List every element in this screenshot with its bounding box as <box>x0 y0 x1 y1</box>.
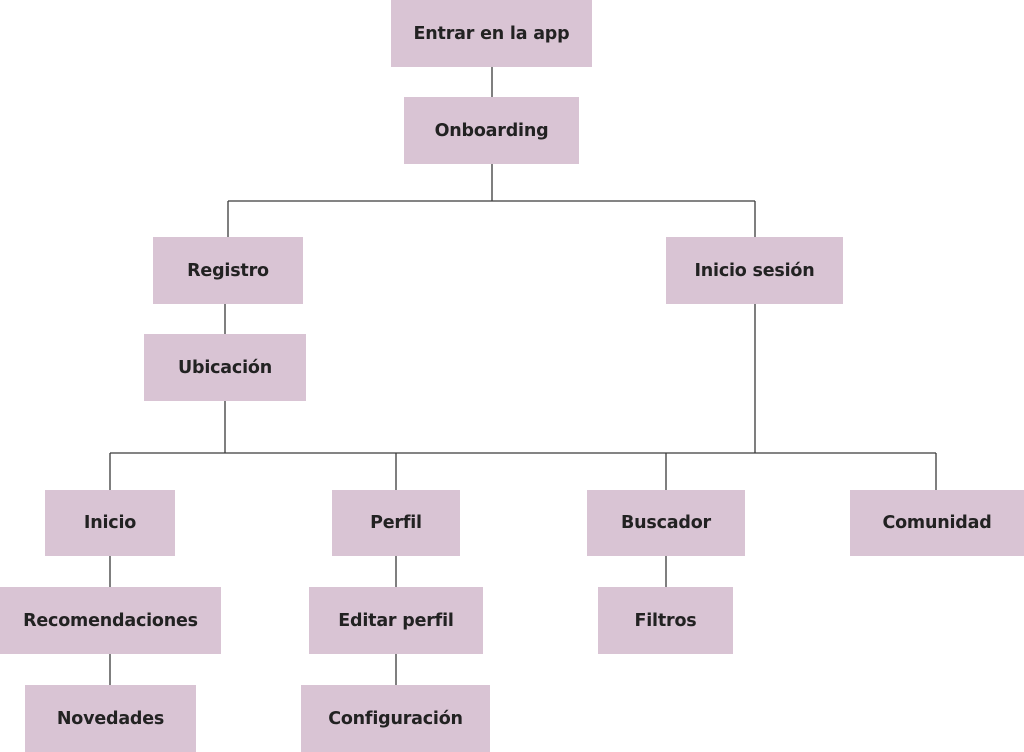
node-ubicacion: Ubicación <box>144 334 306 401</box>
node-label: Inicio <box>83 513 137 533</box>
node-label: Configuración <box>328 708 463 729</box>
node-filtros: Filtros <box>598 587 733 654</box>
node-label: Ubicación <box>178 357 272 378</box>
node-inicio-sesion: Inicio sesión <box>666 237 843 304</box>
node-novedades: Novedades <box>25 685 196 752</box>
node-label: Buscador <box>621 513 711 533</box>
node-perfil: Perfil <box>332 490 460 556</box>
node-registro: Registro <box>153 237 303 304</box>
node-label: Comunidad <box>882 513 992 533</box>
node-configuracion: Configuración <box>301 685 490 752</box>
node-label: Entrar en la app <box>413 23 570 44</box>
node-label: Filtros <box>634 610 697 631</box>
node-label: Recomendaciones <box>23 610 198 631</box>
node-inicio: Inicio <box>45 490 175 556</box>
node-onboarding: Onboarding <box>404 97 579 164</box>
node-label: Perfil <box>370 513 422 533</box>
node-buscador: Buscador <box>587 490 745 556</box>
node-entrar-en-la-app: Entrar en la app <box>391 0 592 67</box>
node-label: Editar perfil <box>338 610 454 631</box>
node-editar-perfil: Editar perfil <box>309 587 483 654</box>
node-label: Registro <box>187 260 269 281</box>
node-label: Novedades <box>56 708 165 729</box>
node-recomendaciones: Recomendaciones <box>0 587 221 654</box>
node-label: Onboarding <box>434 120 549 141</box>
node-label: Inicio sesión <box>694 260 815 281</box>
node-comunidad: Comunidad <box>850 490 1024 556</box>
